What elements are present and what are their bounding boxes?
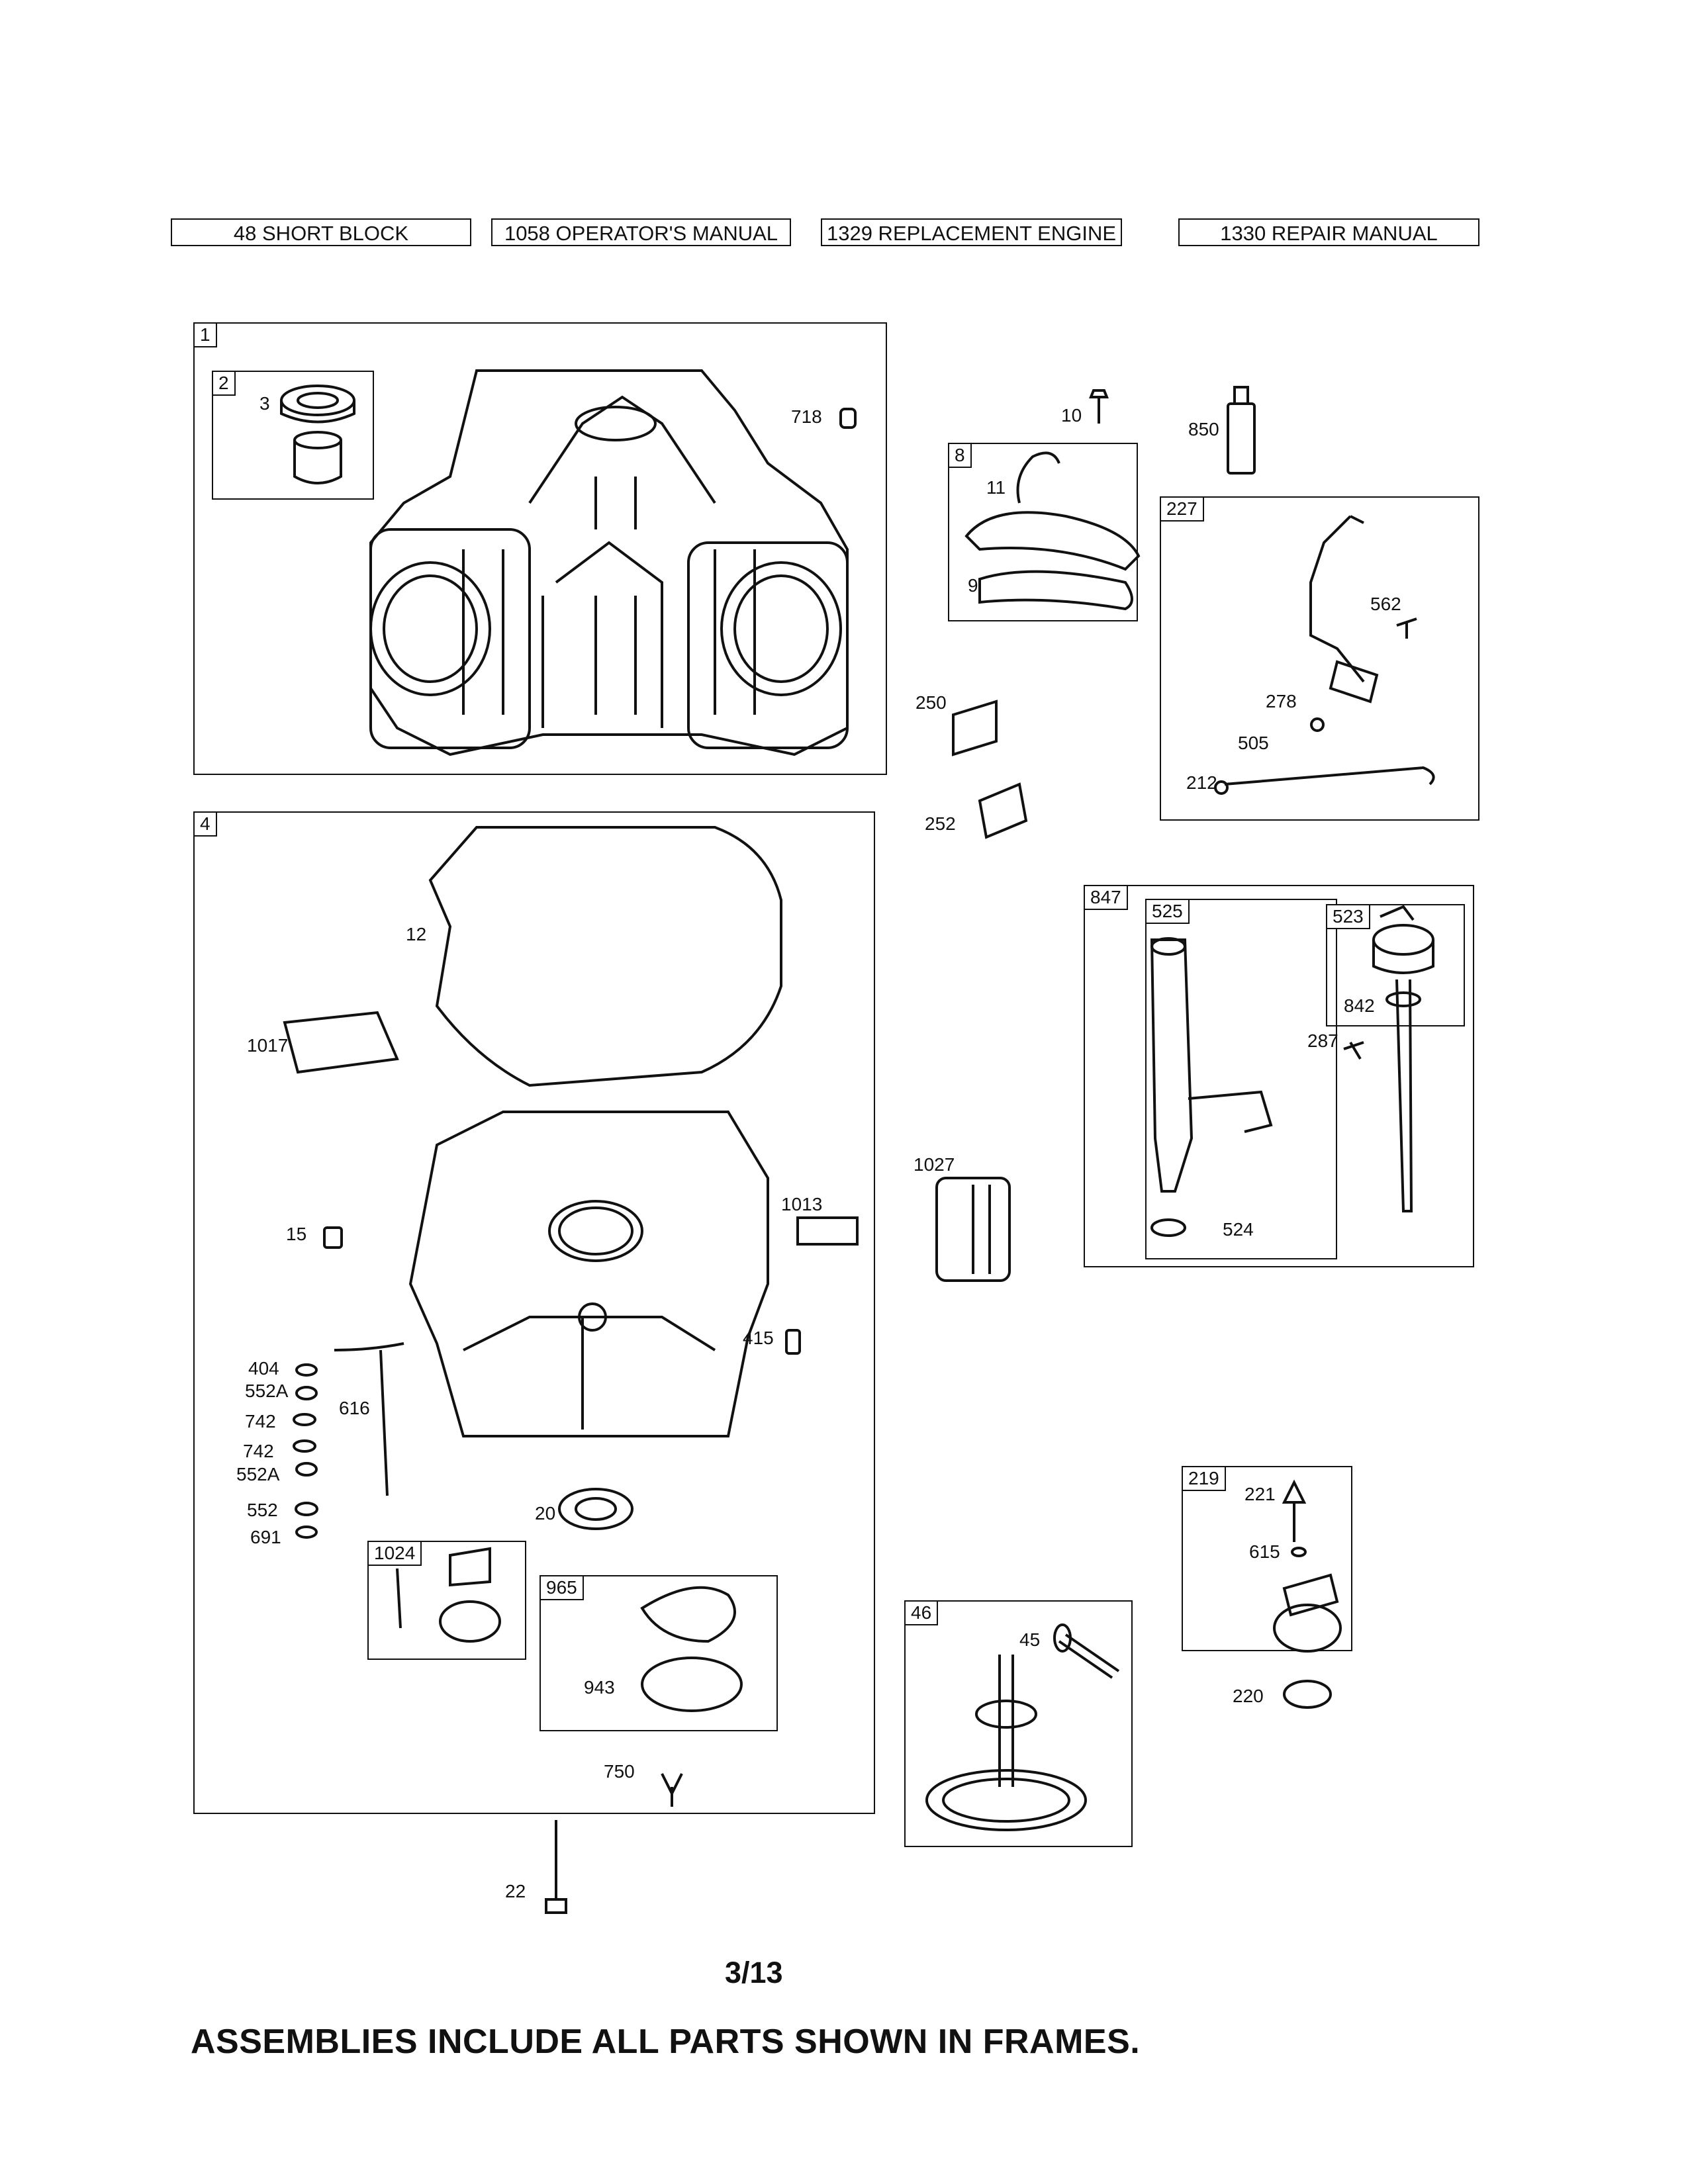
part-label-220: 220 xyxy=(1233,1686,1264,1706)
part-label-15: 15 xyxy=(286,1224,307,1244)
footer-note: ASSEMBLIES INCLUDE ALL PARTS SHOWN IN FR… xyxy=(191,2023,1141,2061)
frame-governor-gear-219: 219 xyxy=(1182,1466,1352,1651)
part-label-20: 20 xyxy=(535,1503,556,1524)
frame-short-block-1: 1 xyxy=(193,322,887,775)
part-label-505: 505 xyxy=(1238,733,1269,753)
part-label-45: 45 xyxy=(1019,1629,1041,1650)
part-label-22: 22 xyxy=(505,1881,526,1901)
part-label-842: 842 xyxy=(1344,995,1375,1016)
frame-seal-2: 2 xyxy=(212,371,374,500)
part-label-616: 616 xyxy=(339,1398,370,1418)
part-label-252: 252 xyxy=(925,813,956,834)
header-box-short-block: 48 SHORT BLOCK xyxy=(171,218,471,246)
frame-tag-525: 525 xyxy=(1147,900,1190,924)
frame-tag-46: 46 xyxy=(906,1602,939,1625)
part-label-11: 11 xyxy=(986,477,1006,498)
frame-tube-525: 525 xyxy=(1145,899,1337,1259)
part-label-415: 415 xyxy=(743,1328,774,1348)
part-label-1013: 1013 xyxy=(781,1194,823,1214)
part-label-552: 552 xyxy=(247,1500,278,1520)
part-label-562: 562 xyxy=(1370,594,1401,614)
part-label-212: 212 xyxy=(1186,772,1217,793)
part-label-742-upper: 742 xyxy=(245,1411,276,1432)
frame-plate-965: 965 xyxy=(539,1575,778,1731)
frame-tag-2: 2 xyxy=(213,372,236,396)
frame-tag-8: 8 xyxy=(949,444,972,468)
frame-camshaft-46: 46 xyxy=(904,1600,1133,1847)
frame-governor-227: 227 xyxy=(1160,496,1479,821)
part-label-3: 3 xyxy=(259,393,270,414)
frame-tag-4: 4 xyxy=(195,813,217,837)
part-label-278: 278 xyxy=(1266,691,1297,711)
part-label-221: 221 xyxy=(1244,1484,1276,1504)
part-label-691: 691 xyxy=(250,1527,281,1547)
page-number: 3/13 xyxy=(725,1956,783,1989)
frame-tag-1: 1 xyxy=(195,324,217,347)
part-label-615: 615 xyxy=(1249,1541,1280,1562)
part-label-287: 287 xyxy=(1307,1030,1338,1051)
part-label-12: 12 xyxy=(406,924,427,944)
frame-breather-8: 8 xyxy=(948,443,1138,621)
frame-tag-227: 227 xyxy=(1161,498,1204,522)
frame-dipstick-847: 847 xyxy=(1084,885,1474,1267)
frame-tag-1024: 1024 xyxy=(369,1542,422,1566)
part-label-552A-upper: 552A xyxy=(245,1381,289,1401)
part-label-742-lower: 742 xyxy=(243,1441,274,1461)
frame-tag-965: 965 xyxy=(541,1576,584,1600)
frame-tag-219: 219 xyxy=(1183,1467,1226,1491)
frame-sump-4: 4 xyxy=(193,811,875,1814)
part-label-1017: 1017 xyxy=(247,1035,289,1056)
part-label-524: 524 xyxy=(1223,1219,1254,1240)
frame-cap-523: 523 xyxy=(1326,904,1465,1026)
part-label-718: 718 xyxy=(791,406,822,427)
part-label-1027: 1027 xyxy=(914,1154,955,1175)
part-label-250: 250 xyxy=(915,692,947,713)
part-label-10: 10 xyxy=(1061,405,1082,426)
part-label-9: 9 xyxy=(968,575,978,596)
frame-tag-523: 523 xyxy=(1327,905,1370,929)
header-box-replacement-engine: 1329 REPLACEMENT ENGINE xyxy=(821,218,1122,246)
part-label-404: 404 xyxy=(248,1358,279,1379)
frame-oil-pump-1024: 1024 xyxy=(367,1541,526,1660)
header-box-repair-manual: 1330 REPAIR MANUAL xyxy=(1178,218,1479,246)
part-label-750: 750 xyxy=(604,1761,635,1782)
frame-tag-847: 847 xyxy=(1085,886,1128,910)
cylinder-block-drawing xyxy=(369,369,849,756)
part-label-850: 850 xyxy=(1188,419,1219,439)
header-box-operators-manual: 1058 OPERATOR'S MANUAL xyxy=(491,218,791,246)
part-label-943: 943 xyxy=(584,1677,615,1698)
part-label-552A-lower: 552A xyxy=(236,1464,280,1484)
